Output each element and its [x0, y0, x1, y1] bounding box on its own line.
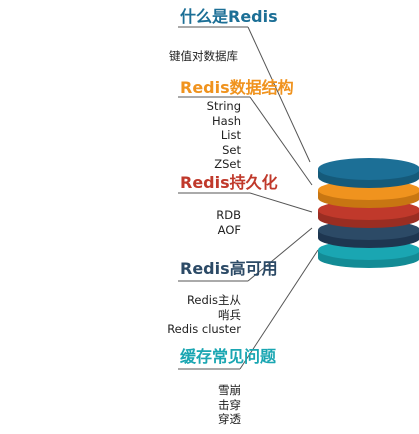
list-item: List	[220, 128, 241, 142]
list-item: RDB	[216, 208, 241, 222]
list-item: AOF	[217, 222, 241, 237]
list-item: 击穿	[218, 397, 241, 412]
section-items-data-structures: String Hash List Set ZSet	[207, 99, 241, 172]
section-items-redis-intro: 键值对数据库	[169, 49, 238, 64]
section-items-common-problems: 雪崩 击穿 穿透	[218, 383, 241, 427]
section-title-redis-intro: 什么是Redis	[180, 7, 278, 26]
list-item: Set	[222, 142, 241, 157]
list-item: 键值对数据库	[169, 49, 238, 63]
list-item: String	[206, 99, 241, 113]
section-title-high-availability: Redis高可用	[180, 259, 278, 278]
database-stack-icon	[318, 158, 419, 268]
section-title-data-structures: Redis数据结构	[180, 78, 294, 97]
list-item: 哨兵	[218, 307, 241, 322]
list-item: Hash	[212, 113, 241, 128]
list-item: 雪崩	[218, 383, 241, 397]
section-items-persistence: RDB AOF	[216, 208, 241, 237]
section-title-persistence: Redis持久化	[180, 173, 278, 192]
list-item: Redis cluster	[167, 322, 241, 336]
list-item: ZSet	[214, 157, 241, 171]
section-title-common-problems: 缓存常见问题	[180, 347, 277, 366]
list-item: Redis主从	[186, 293, 241, 307]
section-items-high-availability: Redis主从 哨兵 Redis cluster	[167, 293, 241, 337]
list-item: 穿透	[218, 412, 241, 426]
disk-redis-intro	[318, 158, 419, 188]
